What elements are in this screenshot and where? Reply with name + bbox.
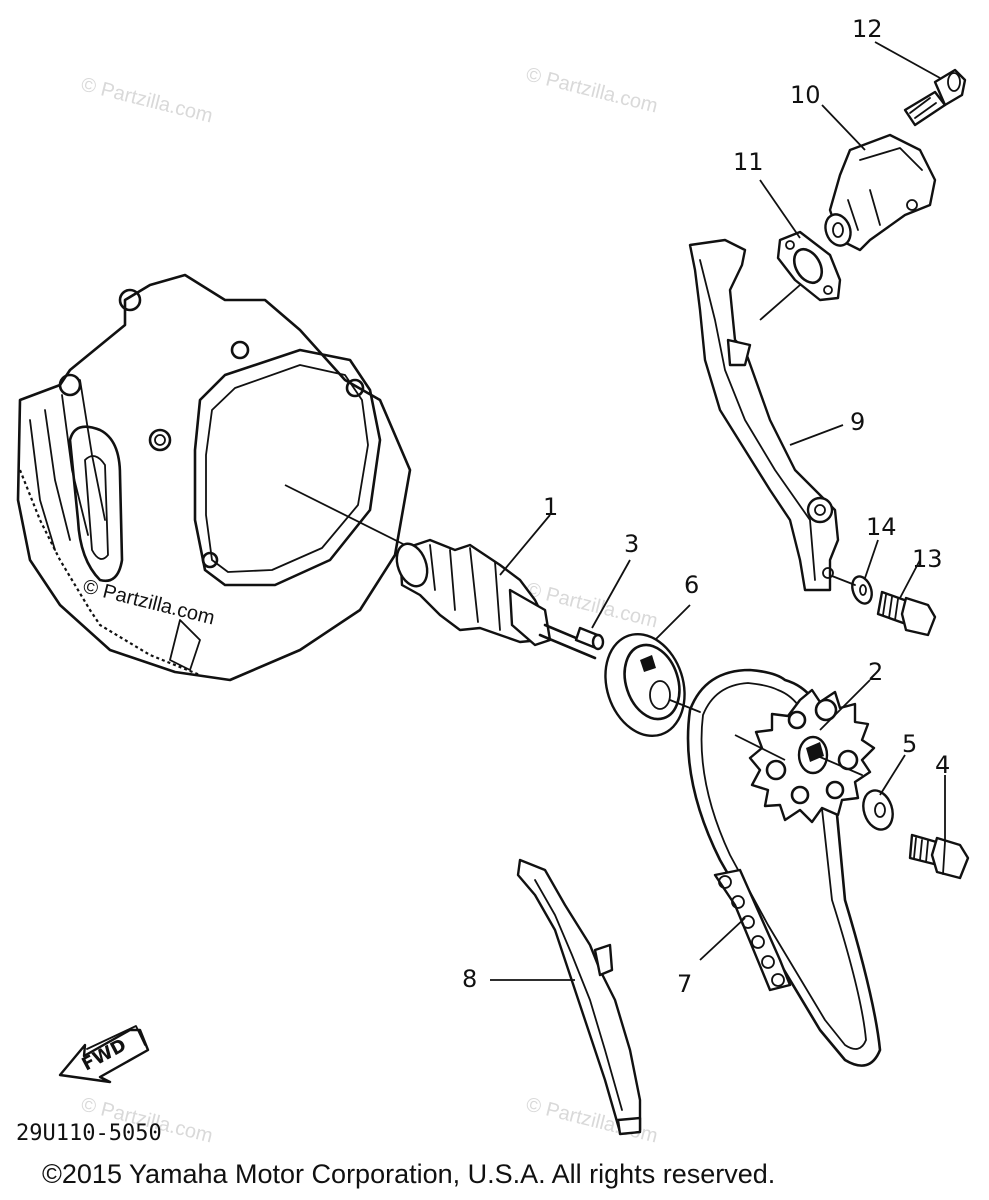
callout-2: 2 xyxy=(868,658,883,686)
callout-4: 4 xyxy=(935,751,950,779)
watermark: © Partzilla.com xyxy=(79,74,215,128)
callout-9: 9 xyxy=(850,408,865,436)
callout-labels: 1 2 3 4 5 6 7 8 9 10 11 12 13 14 xyxy=(462,15,950,998)
cam-spacer xyxy=(604,632,686,738)
leader-line xyxy=(759,179,801,239)
callout-11: 11 xyxy=(733,148,764,176)
chain-tensioner xyxy=(824,133,937,252)
callout-6: 6 xyxy=(684,571,699,599)
leader-line xyxy=(819,679,871,731)
leader-line xyxy=(734,734,786,761)
washer xyxy=(862,789,894,831)
leader-line xyxy=(284,484,416,551)
forward-arrow: FWD xyxy=(58,1025,150,1084)
leader-line xyxy=(879,754,906,796)
pivot-washer xyxy=(851,575,873,605)
chain-segment xyxy=(713,868,792,992)
copyright-text: ©2015 Yamaha Motor Corporation, U.S.A. A… xyxy=(42,1159,775,1189)
chain-guide xyxy=(516,858,642,1136)
callout-13: 13 xyxy=(912,545,943,573)
callout-8: 8 xyxy=(462,965,477,993)
leader-line xyxy=(591,559,631,629)
leader-line xyxy=(899,559,921,599)
tensioner-bolt xyxy=(903,68,967,127)
leader-line xyxy=(699,917,746,961)
callout-12: 12 xyxy=(852,15,883,43)
sprocket-bolt xyxy=(908,833,970,880)
cam-sprocket xyxy=(748,688,876,824)
camshaft xyxy=(395,538,602,660)
watermark: © Partzilla.com xyxy=(524,64,660,118)
callout-3: 3 xyxy=(624,530,639,558)
shaft-axis xyxy=(669,699,701,713)
timing-chain xyxy=(686,668,882,1067)
leader-line xyxy=(864,539,879,579)
dowel-pin xyxy=(574,626,605,651)
tensioner-guide xyxy=(688,238,840,592)
cylinder-head xyxy=(16,273,412,682)
leader-line xyxy=(874,41,941,79)
diagram-code: 29U110-5050 xyxy=(16,1121,162,1146)
leader-line xyxy=(654,604,691,641)
pivot-bolt xyxy=(876,590,937,637)
watermark-inline: © Partzilla.com xyxy=(81,576,217,630)
leader-line xyxy=(499,514,551,576)
leader-line xyxy=(789,424,844,446)
leader-line xyxy=(759,284,801,321)
callout-10: 10 xyxy=(790,81,821,109)
callout-5: 5 xyxy=(902,730,917,758)
callout-14: 14 xyxy=(866,513,897,541)
shaft-axis xyxy=(819,756,863,776)
tensioner-gasket xyxy=(776,230,842,302)
callout-7: 7 xyxy=(677,970,692,998)
callout-1: 1 xyxy=(543,493,558,521)
shaft-axis xyxy=(831,575,856,586)
leader-line xyxy=(821,104,866,151)
